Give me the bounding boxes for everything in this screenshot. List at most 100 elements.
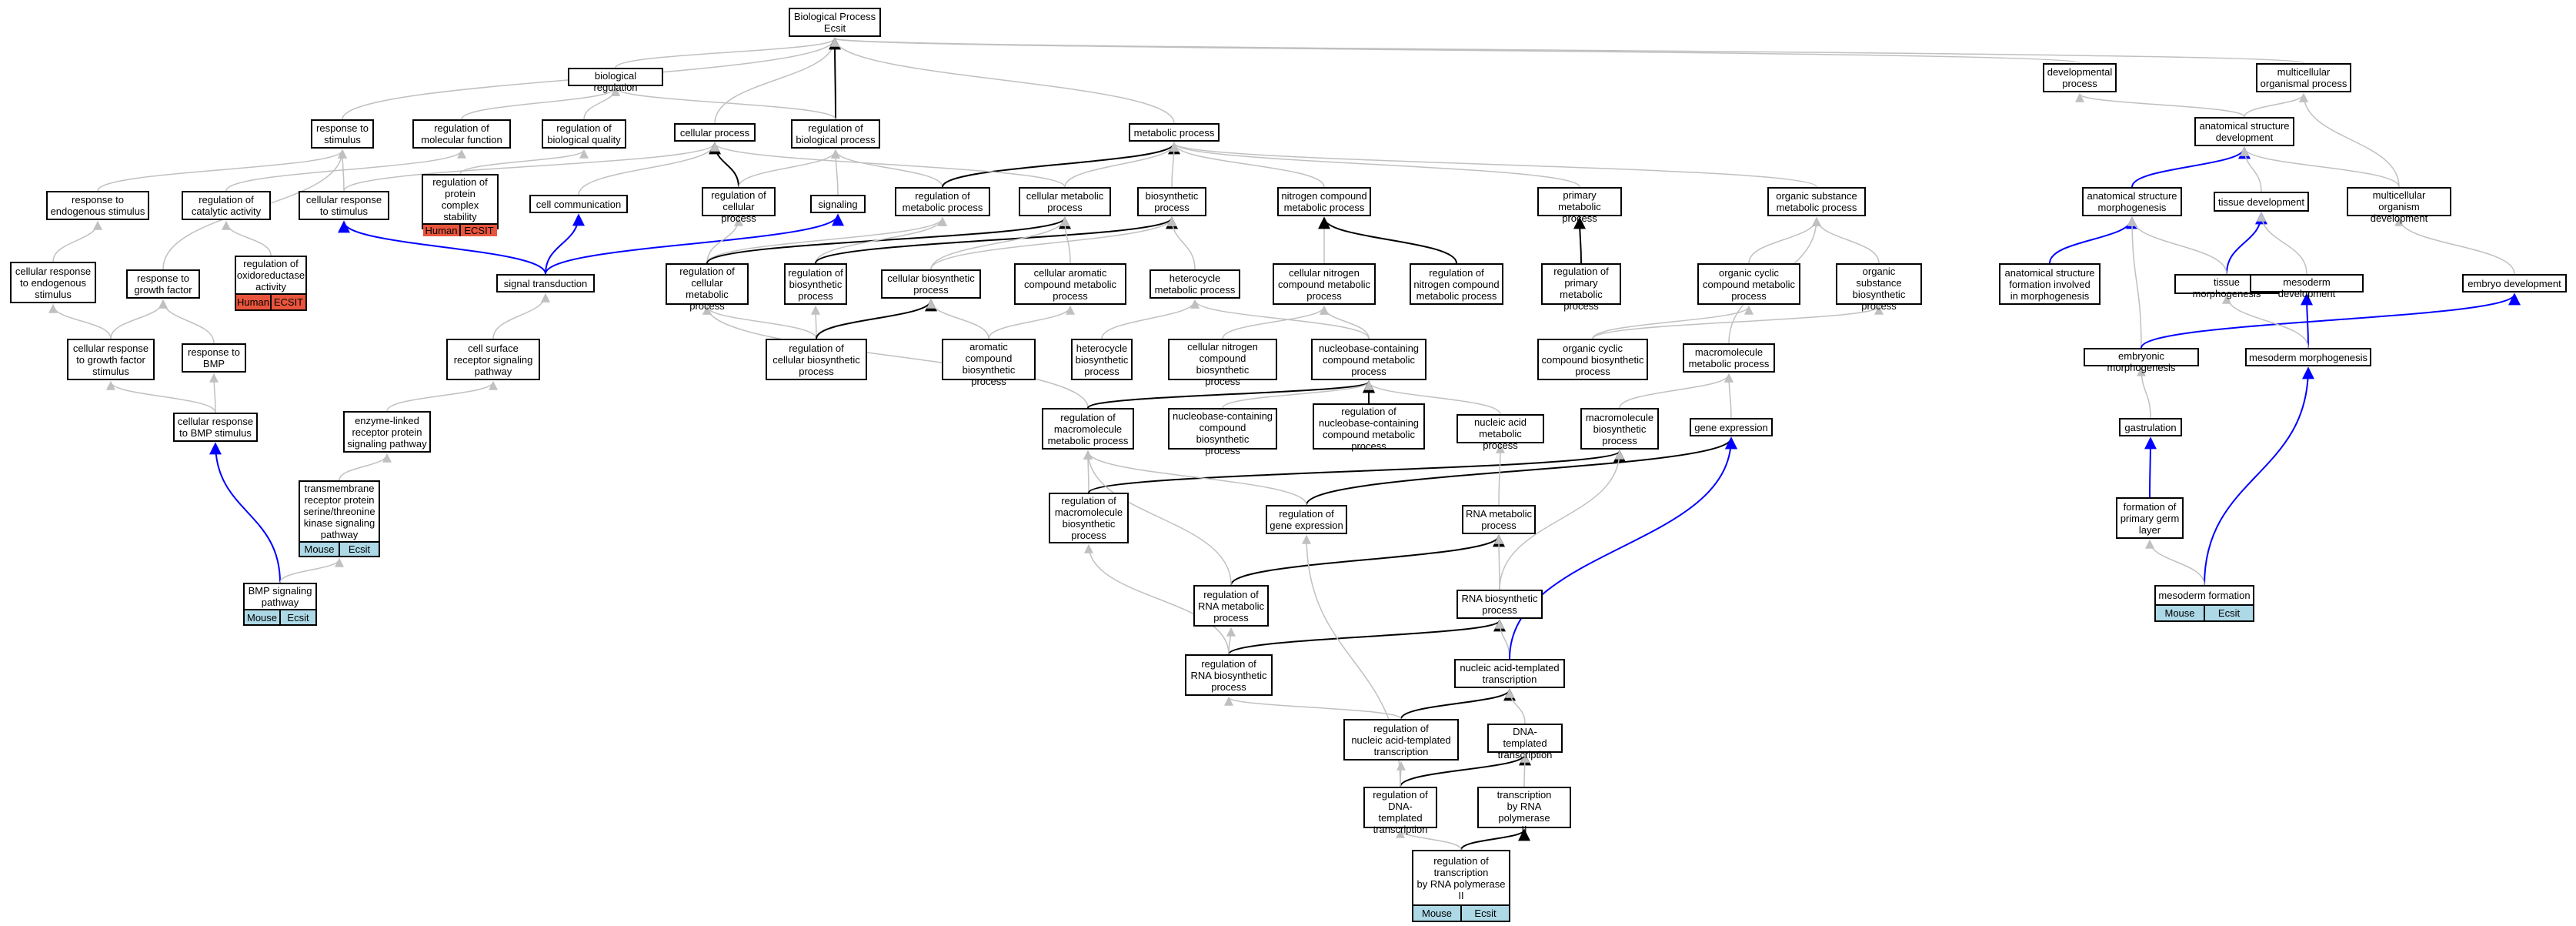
go-term-node[interactable]: response to growth factor [126,269,200,299]
go-term-node[interactable]: multicellular organism development [2347,187,2451,224]
go-term-node[interactable]: cellular nitrogen compound metabolic pro… [1273,263,1376,305]
go-term-node[interactable]: gastrulation [2119,418,2182,436]
go-term-node[interactable]: mesoderm development [2250,274,2364,299]
go-term-node[interactable]: enzyme-linked receptor protein signaling… [343,411,431,453]
go-term-node[interactable]: cellular metabolic process [1019,187,1111,216]
go-term-node[interactable]: tissue development [2214,192,2309,212]
go-term-node[interactable]: regulation of transcription by RNA polym… [1412,850,1510,922]
go-term-label: cellular response to growth factor stimu… [72,342,149,377]
go-term-node[interactable]: mesoderm morphogenesis [2245,348,2371,366]
go-term-node[interactable]: multicellular organismal process [2256,63,2351,92]
go-term-node[interactable]: cellular biosynthetic process [881,269,981,299]
go-term-label: regulation of transcription by RNA polym… [1416,854,1506,901]
go-term-node[interactable]: cell communication [529,195,628,213]
go-term-node[interactable]: regulation of cellular process [702,187,776,224]
go-term-node[interactable]: anatomical structure development [2194,117,2294,146]
go-term-node[interactable]: regulation of DNA-templated transcriptio… [1363,787,1437,835]
go-term-node[interactable]: regulation of cellular biosynthetic proc… [766,339,867,380]
go-term-node[interactable]: regulation of nucleobase-containing comp… [1313,403,1425,452]
go-term-node[interactable]: developmental process [2043,63,2117,92]
go-term-node[interactable]: signaling [810,195,866,213]
is-a-edge-black [1400,688,1516,720]
go-term-label: tissue development [2217,196,2304,208]
go-term-node[interactable]: cellular response to endogenous stimulus [10,262,96,303]
go-term-node[interactable]: regulation of molecular function [412,119,511,149]
go-term-label: heterocycle biosynthetic process [1075,342,1129,377]
go-term-node[interactable]: regulation of primary metabolic process [1541,263,1621,312]
go-term-node[interactable]: cellular nitrogen compound biosynthetic … [1168,339,1277,387]
go-term-node[interactable]: transmembrane receptor protein serine/th… [299,480,380,557]
go-term-label: regulation of nitrogen compound metaboli… [1413,266,1500,302]
go-term-node[interactable]: RNA metabolic process [1462,505,1536,534]
go-term-node[interactable]: heterocycle metabolic process [1150,269,1240,299]
go-term-node[interactable]: cellular aromatic compound metabolic pro… [1014,263,1126,305]
go-term-node[interactable]: nucleic acid-templated transcription [1454,659,1565,688]
go-term-node[interactable]: nucleobase-containing compound biosynthe… [1168,408,1277,456]
go-term-node[interactable]: regulation of nitrogen compound metaboli… [1410,263,1503,305]
go-term-node[interactable]: regulation of nucleic acid-templated tra… [1343,719,1459,761]
go-term-node[interactable]: regulation of biological quality [542,119,626,149]
go-term-node[interactable]: cellular response to growth factor stimu… [67,339,155,380]
go-term-node[interactable]: cellular response to stimulus [299,191,389,220]
go-term-node[interactable]: anatomical structure morphogenesis [2082,187,2182,216]
go-term-node[interactable]: Biological Process Ecsit [789,8,881,37]
go-term-node[interactable]: cellular response to BMP stimulus [173,413,258,442]
go-term-node[interactable]: nucleic acid metabolic process [1457,414,1544,451]
go-term-node[interactable]: formation of primary germ layer [2116,497,2184,539]
go-term-node[interactable]: regulation of gene expression [1266,505,1347,534]
go-term-node[interactable]: primary metabolic process [1537,187,1622,224]
go-term-node[interactable]: response to stimulus [311,119,374,149]
go-term-label: regulation of macromolecule biosynthetic… [1054,495,1123,541]
go-term-node[interactable]: biosynthetic process [1137,187,1206,216]
go-term-node[interactable]: organic substance biosynthetic process [1836,263,1922,312]
go-term-node[interactable]: nucleobase-containing compound metabolic… [1311,339,1426,380]
go-term-label: regulation of RNA biosynthetic process [1190,657,1267,693]
go-term-node[interactable]: regulation of biological process [791,119,880,149]
go-term-node[interactable]: regulation of catalytic activity [182,191,271,220]
go-term-label: embryonic morphogenesis [2107,350,2176,373]
go-term-node[interactable]: heterocycle biosynthetic process [1071,339,1133,380]
is-a-edge-blue [2226,212,2267,275]
go-term-label: regulation of oxidoreductase activity [236,258,305,293]
is-a-edge-black [1088,450,1626,493]
go-term-node[interactable]: DNA-templated transcription [1487,724,1563,761]
go-term-node[interactable]: organic substance metabolic process [1767,187,1866,216]
go-term-node[interactable]: regulation of metabolic process [895,187,990,216]
go-term-node[interactable]: signal transduction [496,274,595,293]
go-term-node[interactable]: regulation of cellular metabolic process [666,263,749,312]
go-term-node[interactable]: regulation of macromolecule biosynthetic… [1049,493,1129,543]
go-term-label: regulation of catalytic activity [191,194,262,217]
go-term-node[interactable]: macromolecule metabolic process [1683,343,1775,373]
go-term-label: DNA-templated transcription [1497,726,1553,761]
go-term-node[interactable]: regulation of biosynthetic process [784,263,847,305]
go-term-node[interactable]: embryo development [2462,274,2567,293]
go-term-node[interactable]: biological regulation [568,68,663,93]
go-term-node[interactable]: regulation of RNA biosynthetic process [1185,654,1273,696]
go-term-node[interactable]: gene expression [1690,418,1773,436]
go-term-node[interactable]: RNA biosynthetic process [1457,590,1543,619]
go-term-node[interactable]: regulation of RNA metabolic process [1193,585,1269,627]
go-term-node[interactable]: organic cyclic compound biosynthetic pro… [1537,339,1648,380]
is-a-edge-gray [831,149,841,196]
go-term-node[interactable]: response to BMP [182,343,246,373]
go-term-node[interactable]: nitrogen compound metabolic process [1277,187,1371,216]
go-term-node[interactable]: transcription by RNA polymerase II [1477,787,1571,835]
go-term-node[interactable]: macromolecule biosynthetic process [1580,408,1659,450]
mouse-annotation-tag: Ecsit [2204,606,2253,620]
go-term-node[interactable]: response to endogenous stimulus [46,191,149,220]
go-term-node[interactable]: aromatic compound biosynthetic process [942,339,1036,387]
go-term-node[interactable]: organic cyclic compound metabolic proces… [1697,263,1800,305]
go-term-node[interactable]: cell surface receptor signaling pathway [446,339,540,380]
go-term-node[interactable]: metabolic process [1129,123,1220,142]
go-term-node[interactable]: regulation of macromolecule metabolic pr… [1042,408,1134,450]
go-term-node[interactable]: cellular process [674,123,756,142]
go-term-node[interactable]: anatomical structure formation involved … [1999,263,2101,305]
is-a-edge-gray [1592,305,1884,339]
go-term-node[interactable]: embryonic morphogenesis [2084,348,2199,373]
is-a-edge-black [816,299,937,339]
